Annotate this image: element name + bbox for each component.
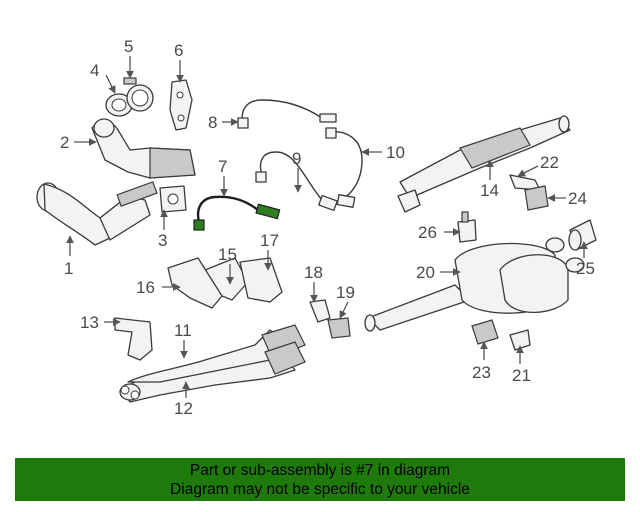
callout-5: 5 (124, 37, 133, 56)
callout-1: 1 (64, 259, 73, 278)
callout-11: 11 (174, 321, 192, 340)
part-24-hanger[interactable] (524, 185, 549, 211)
diagram-info-banner: Part or sub-assembly is #7 in diagram Di… (15, 458, 625, 501)
part-4-seal-ring[interactable] (105, 93, 133, 117)
part-2-front-pipe-converter[interactable] (91, 118, 196, 179)
callout-23: 23 (472, 363, 491, 382)
callout-8: 8 (208, 113, 217, 132)
callout-22: 22 (540, 153, 559, 172)
callout-10: 10 (386, 143, 405, 162)
part-20-rear-muffler[interactable] (364, 237, 585, 332)
part-1-front-pipe[interactable] (36, 181, 158, 246)
part-7-oxygen-sensor[interactable] (193, 195, 281, 231)
part-6-bracket[interactable] (169, 79, 193, 131)
part-3-gasket[interactable] (159, 185, 187, 213)
part-21-bracket[interactable] (509, 329, 531, 351)
callout-19: 19 (336, 283, 355, 302)
part-10-oxygen-sensor[interactable] (325, 127, 363, 208)
part-9-oxygen-sensor[interactable] (255, 151, 338, 212)
part-18-hanger-bracket[interactable] (309, 299, 331, 323)
part-11-12-intermediate-pipe[interactable] (119, 324, 306, 403)
callout-25: 25 (576, 259, 595, 278)
callout-17: 17 (260, 231, 279, 250)
callout-labels: 1 2 3 4 5 6 7 8 9 10 11 12 13 14 15 16 1… (60, 37, 595, 418)
part-5-clamp[interactable] (123, 77, 154, 112)
callout-13: 13 (80, 313, 99, 332)
part-17-bracket[interactable] (239, 257, 283, 303)
exhaust-parts-diagram: 1 2 3 4 5 6 7 8 9 10 11 12 13 14 15 16 1… (36, 37, 597, 418)
part-14-center-resonator[interactable] (397, 115, 571, 213)
part-25-exhaust-tip[interactable] (568, 219, 597, 251)
part-26-sensor-module[interactable] (457, 211, 477, 243)
part-23-hanger[interactable] (471, 319, 499, 345)
part-19-hanger[interactable] (327, 317, 351, 339)
callout-3: 3 (158, 231, 167, 250)
callout-15: 15 (218, 245, 237, 264)
banner-line-2: Diagram may not be specific to your vehi… (170, 481, 470, 498)
callout-24: 24 (568, 189, 587, 208)
callout-4: 4 (90, 61, 99, 80)
leader-lines (66, 56, 588, 398)
callout-16: 16 (136, 278, 155, 297)
callout-7: 7 (218, 157, 227, 176)
callout-2: 2 (60, 133, 69, 152)
part-8-oxygen-sensor[interactable] (237, 99, 337, 129)
callout-18: 18 (304, 263, 323, 282)
callout-9: 9 (292, 149, 301, 168)
callout-6: 6 (174, 41, 183, 60)
part-13-bracket[interactable] (114, 317, 153, 361)
banner-line-1: Part or sub-assembly is #7 in diagram (189, 462, 451, 479)
callout-21: 21 (512, 366, 531, 385)
part-16-heat-shield[interactable] (167, 257, 223, 309)
callout-12: 12 (174, 399, 193, 418)
callout-20: 20 (416, 263, 435, 282)
callout-14: 14 (480, 181, 499, 200)
callout-26: 26 (418, 223, 437, 242)
